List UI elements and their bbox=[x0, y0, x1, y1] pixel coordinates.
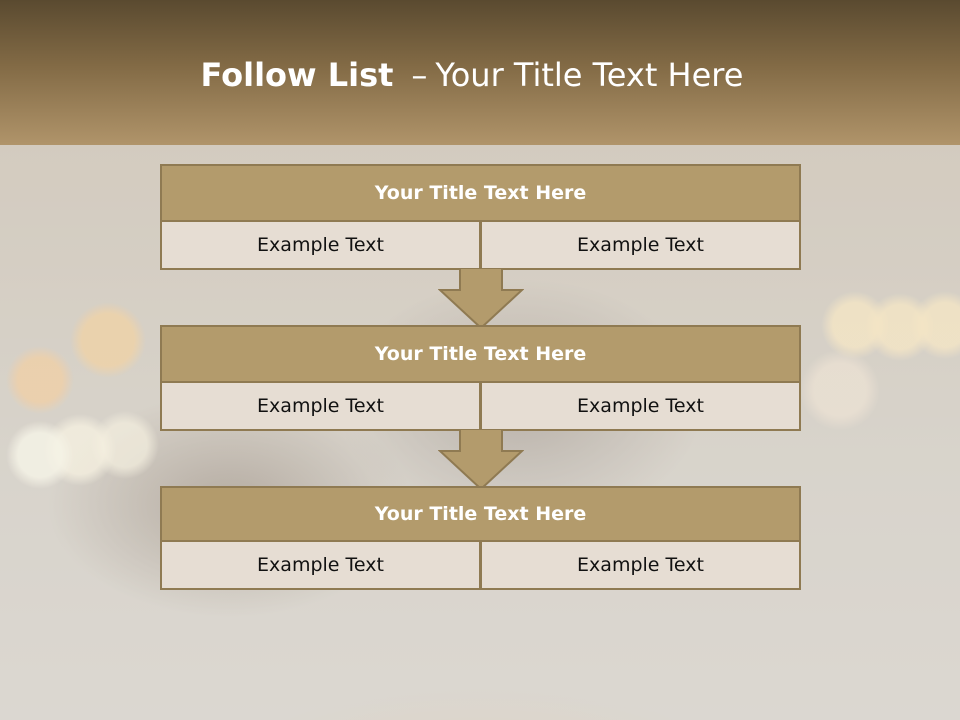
flow-step-right-text: Example Text bbox=[480, 542, 801, 590]
slide-title-rest: Your Title Text Here bbox=[435, 56, 744, 94]
flow-step-3: Your Title Text Here Example Text Exampl… bbox=[160, 486, 801, 592]
flow-step-right-text: Example Text bbox=[480, 383, 801, 431]
title-banner: Follow List–Your Title Text Here bbox=[0, 0, 960, 145]
slide-title-bold: Follow List bbox=[200, 56, 394, 94]
flow-step-left-text: Example Text bbox=[160, 222, 481, 270]
down-arrow-icon bbox=[438, 268, 524, 330]
slide-title: Follow List–Your Title Text Here bbox=[0, 52, 944, 98]
flow-step-left-text: Example Text bbox=[160, 542, 481, 590]
flow-step-title: Your Title Text Here bbox=[160, 325, 801, 383]
flow-step-2: Your Title Text Here Example Text Exampl… bbox=[160, 325, 801, 431]
flow-step-1: Your Title Text Here Example Text Exampl… bbox=[160, 164, 801, 270]
flow-step-title: Your Title Text Here bbox=[160, 486, 801, 542]
flow-step-right-text: Example Text bbox=[480, 222, 801, 270]
down-arrow-icon bbox=[438, 429, 524, 491]
flow-step-left-text: Example Text bbox=[160, 383, 481, 431]
flow-step-title: Your Title Text Here bbox=[160, 164, 801, 222]
slide-title-separator: – bbox=[411, 56, 428, 94]
